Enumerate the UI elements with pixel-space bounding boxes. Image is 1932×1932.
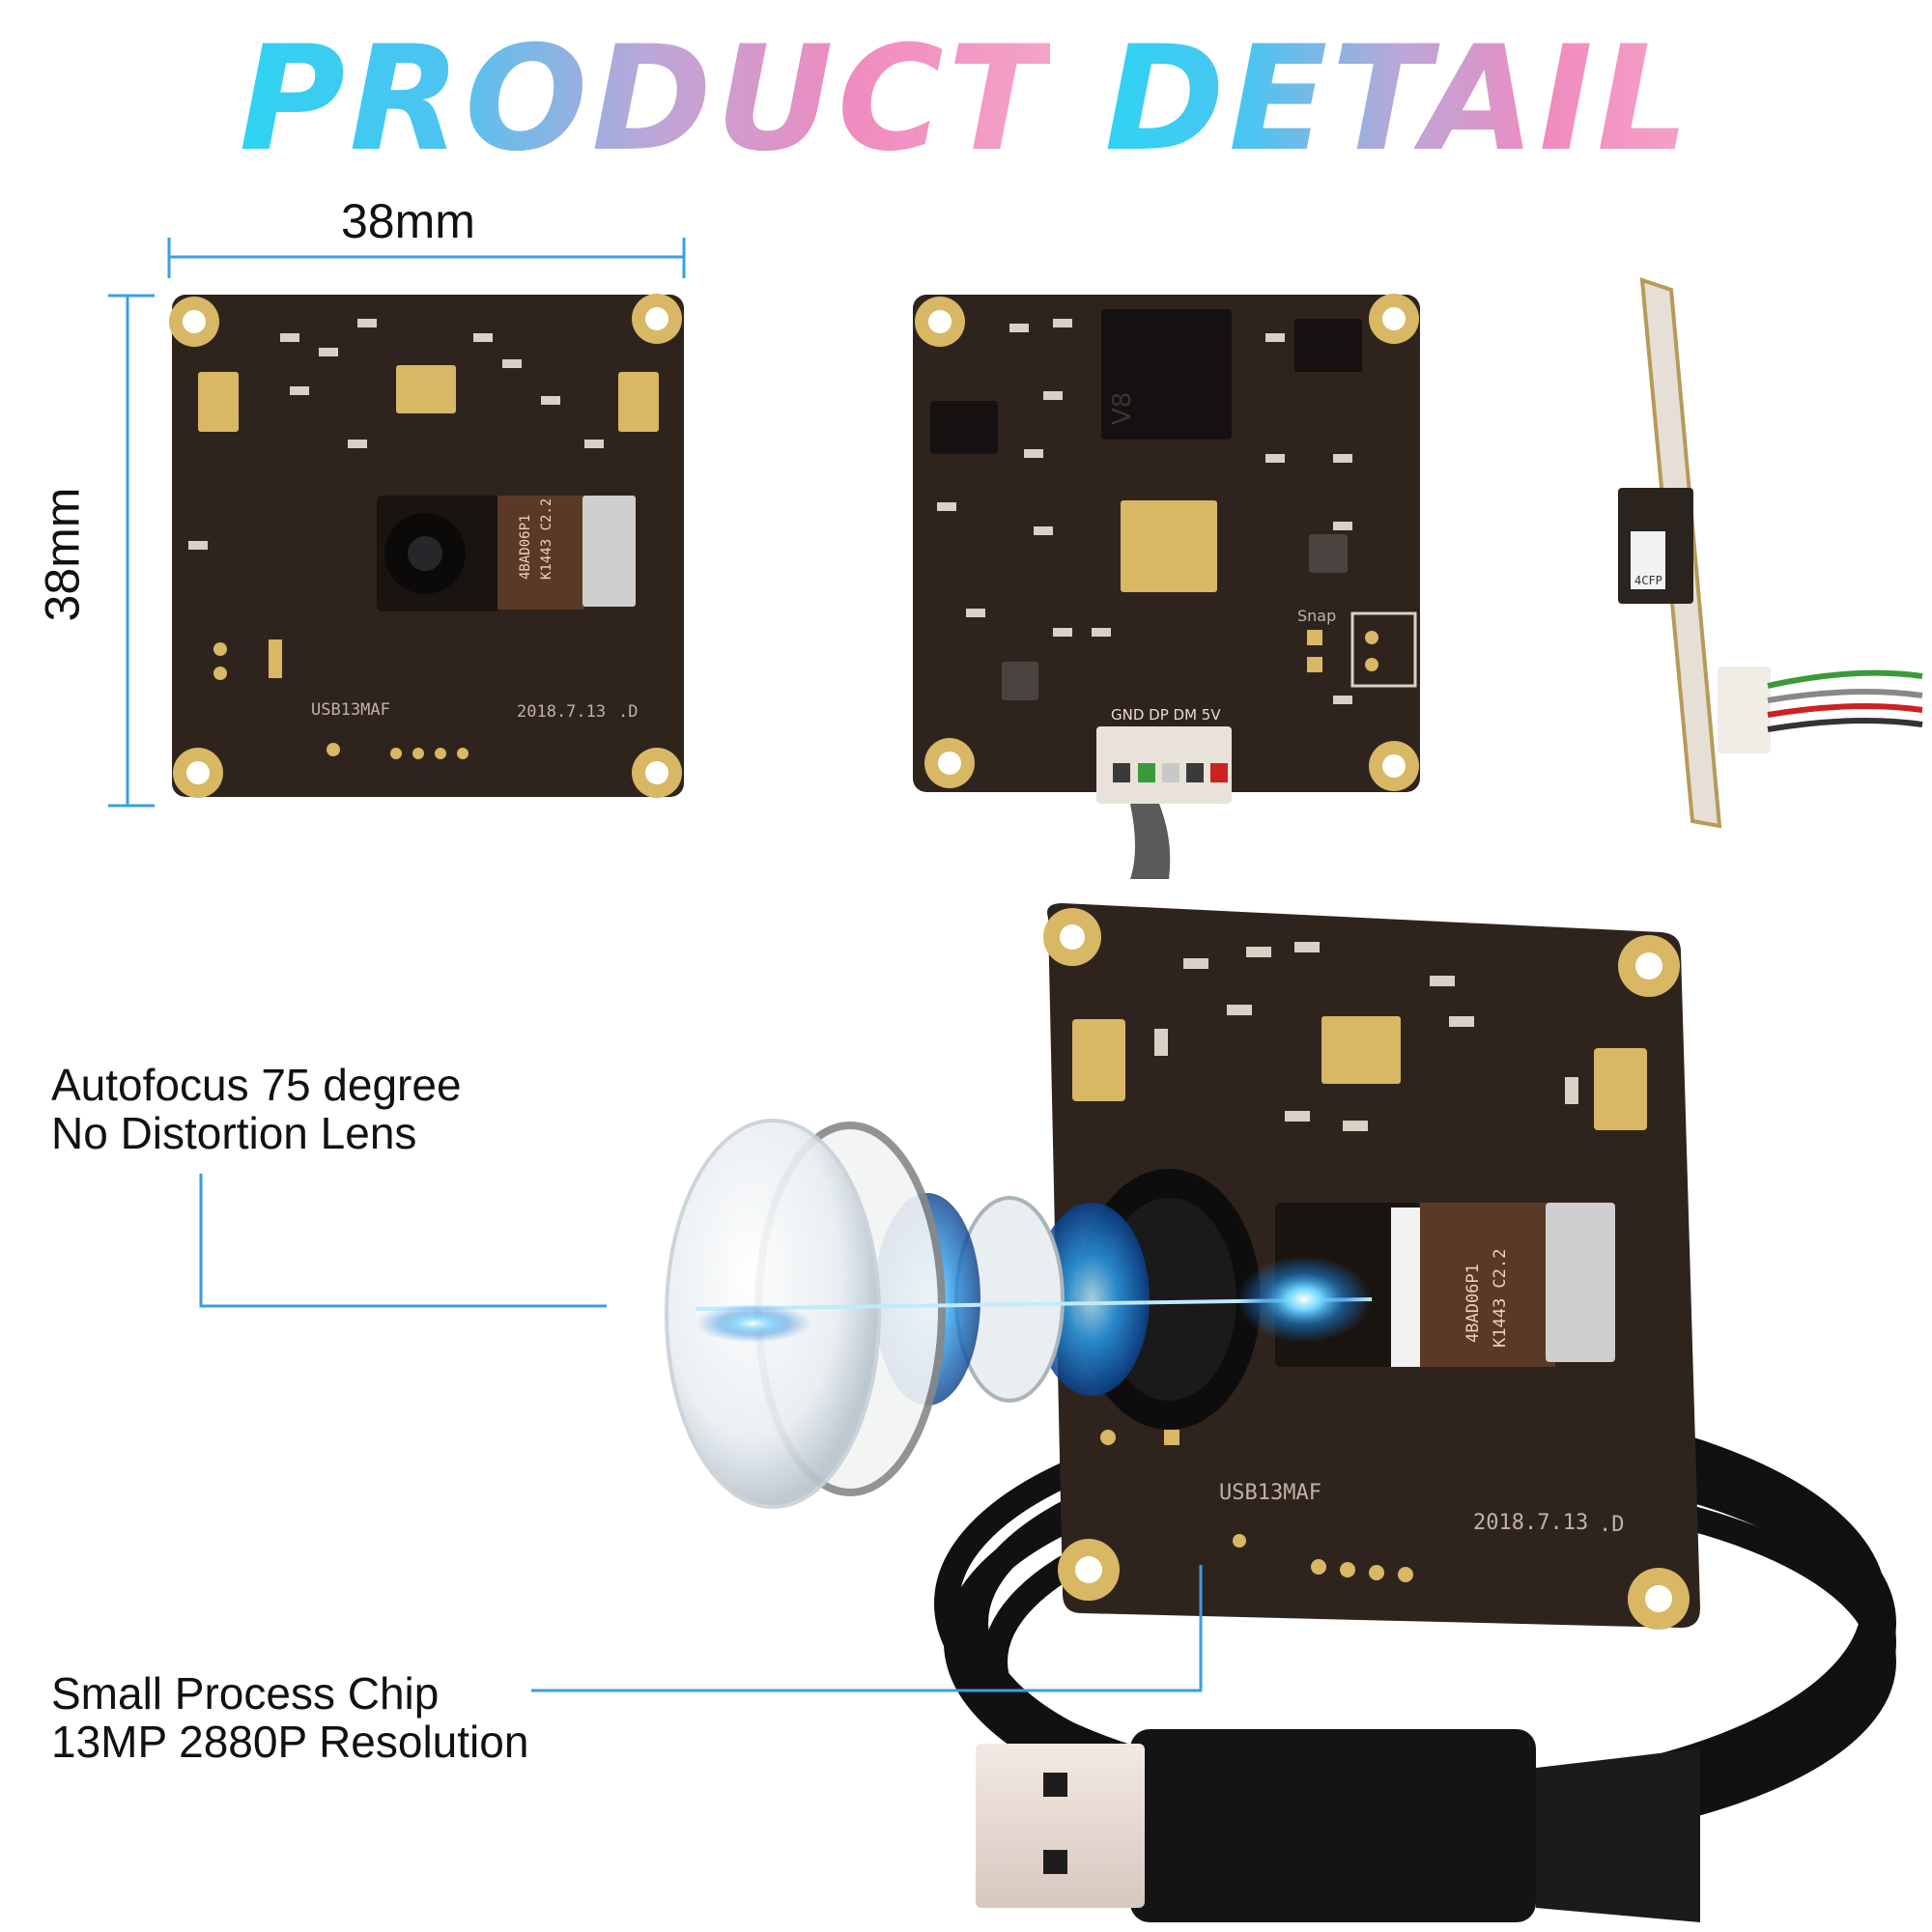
main-rev-text: .D	[1599, 1513, 1625, 1537]
chip-feature-line2: 13MP 2880P Resolution	[51, 1717, 529, 1767]
usb-connector	[976, 1729, 1700, 1922]
chip-label-text: V8	[1108, 392, 1137, 425]
main-sensor-code-text: 4BAD06P1	[1463, 1264, 1483, 1343]
height-dimension	[108, 294, 155, 808]
lens-feature-label: Autofocus 75 degree No Distortion Lens	[51, 1061, 462, 1157]
board-side-view: 4CFP	[1618, 277, 1923, 829]
chip-feature-label: Small Process Chip 13MP 2880P Resolution	[51, 1669, 528, 1766]
board-model-text: USB13MAF	[311, 700, 390, 720]
sensor-code-text: 4BAD06P1	[518, 515, 533, 580]
lens-callout-line	[199, 1174, 607, 1308]
page-title: PRODUCT DETAIL	[0, 17, 1932, 182]
main-model-text: USB13MAF	[1219, 1481, 1321, 1505]
chip-feature-line1: Small Process Chip	[51, 1668, 440, 1719]
lens-feature-line2: No Distortion Lens	[51, 1108, 417, 1158]
exploded-lens	[665, 1119, 1373, 1509]
board-back-view: V8 Snap GND DP DM 5V	[913, 294, 1420, 879]
sensor-code-text-2: K1443 C2.2	[539, 498, 554, 580]
width-dimension-label: 38mm	[341, 194, 475, 248]
title-product: PRODUCT	[239, 15, 1051, 184]
lens-feature-line1: Autofocus 75 degree	[51, 1060, 462, 1110]
main-sensor-code-text-2: K1443 C2.2	[1491, 1249, 1510, 1348]
pins-label-text: GND DP DM 5V	[1111, 706, 1221, 724]
board-date-text: 2018.7.13	[517, 702, 606, 722]
height-dimension-label: 38mm	[35, 487, 90, 622]
chip-callout-line	[531, 1565, 1203, 1692]
snap-label-text: Snap	[1297, 607, 1336, 625]
width-dimension	[167, 238, 686, 278]
board-front-view: USB13MAF 2018.7.13 .D 4BAD06P1 K1443 C2.…	[169, 294, 684, 798]
main-date-text: 2018.7.13	[1473, 1511, 1588, 1535]
flex-code-text: 4CFP	[1634, 574, 1662, 587]
board-rev-text: .D	[618, 702, 638, 722]
title-detail: DETAIL	[1104, 15, 1693, 184]
